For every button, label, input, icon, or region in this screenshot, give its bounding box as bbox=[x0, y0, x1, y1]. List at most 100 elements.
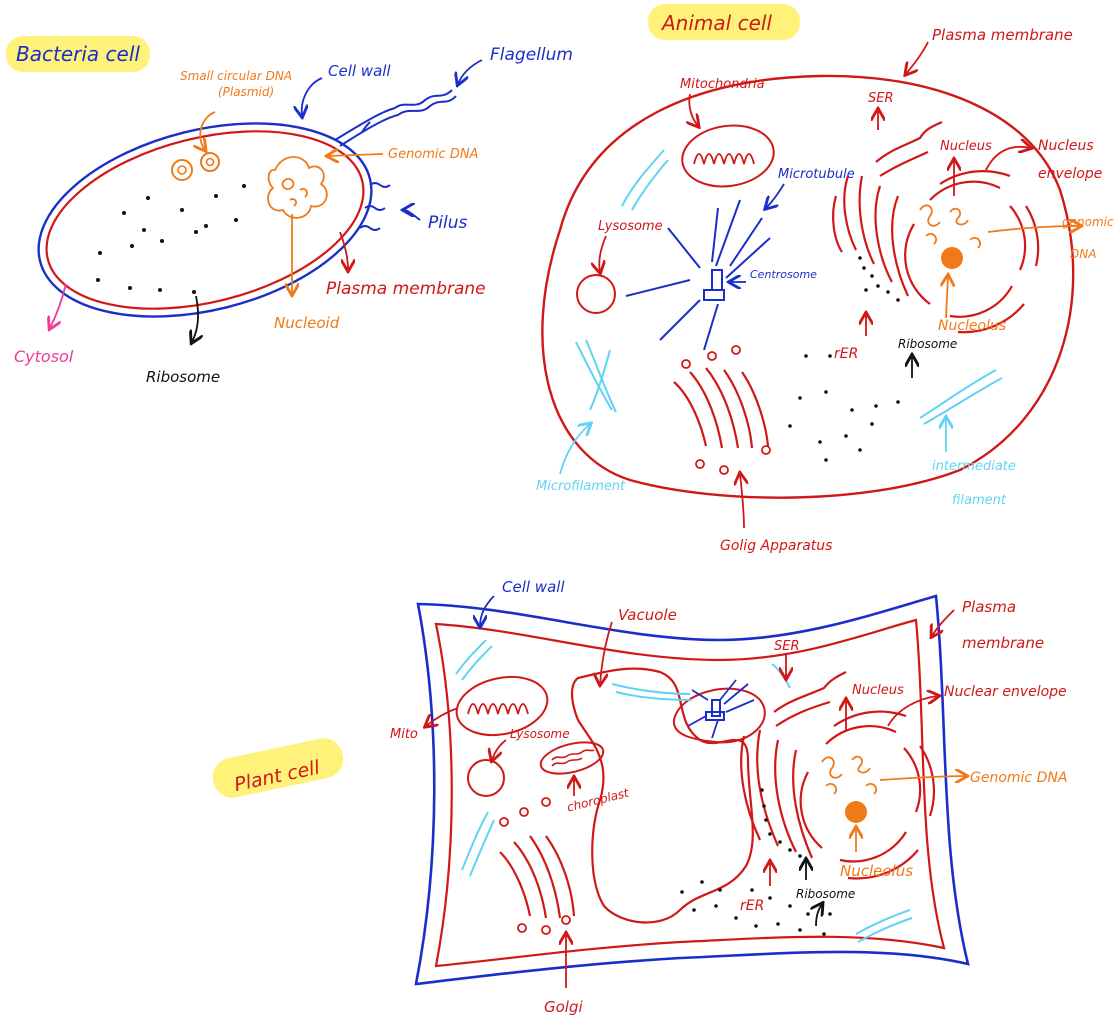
plant-rer-ribosomes bbox=[760, 788, 802, 858]
arrow-plant-envelope bbox=[888, 696, 938, 726]
label-animal-golgi: Golig Apparatus bbox=[720, 538, 832, 554]
arrow-animal-golgi bbox=[740, 474, 744, 528]
plant-nucleolus bbox=[845, 801, 867, 823]
animal-genomic-dna bbox=[920, 205, 980, 248]
label-animal-nucleus: Nucleus bbox=[940, 139, 992, 154]
label-bacteria-pilus: Pilus bbox=[428, 213, 467, 233]
arrow-ribosome bbox=[192, 296, 198, 342]
arrow-animal-lysosome bbox=[599, 236, 606, 272]
label-plant-ser: SER bbox=[774, 639, 800, 654]
label-animal-genomic-line2: DNA bbox=[1070, 247, 1096, 261]
plant-filament-left bbox=[462, 812, 494, 876]
label-animal-genomic-line1: genomic bbox=[1062, 215, 1114, 229]
animal-plasma-membrane bbox=[542, 76, 1073, 498]
animal-golgi-vesicles bbox=[682, 346, 770, 474]
label-plant-nucleolus: Nucleolus bbox=[840, 862, 913, 880]
animal-microfilament bbox=[576, 340, 616, 412]
label-plant-nucleus: Nucleus bbox=[852, 683, 904, 698]
arrow-plant-vacuole bbox=[600, 622, 612, 684]
bacteria-plasmid-2 bbox=[201, 153, 219, 171]
label-plant-chloroplast: choroplast bbox=[566, 785, 632, 814]
label-animal-envelope-line2: envelope bbox=[1038, 166, 1102, 182]
plant-centrosome bbox=[706, 700, 724, 720]
arrow-animal-nucleolus bbox=[946, 276, 948, 318]
animal-centrosome bbox=[704, 270, 724, 300]
label-plasmid-line1: Small circular DNA bbox=[180, 69, 292, 83]
label-bacteria-plasma-membrane: Plasma membrane bbox=[326, 279, 486, 299]
label-bacteria-nucleoid: Nucleoid bbox=[274, 314, 340, 332]
arrow-pilus bbox=[404, 210, 420, 220]
bacteria-flagellum bbox=[335, 90, 456, 146]
arrow-animal-microtubule bbox=[766, 184, 784, 208]
plant-nuclear-envelope bbox=[801, 712, 934, 879]
bacteria-title: Bacteria cell bbox=[16, 42, 140, 66]
label-animal-microfilament: Microfilament bbox=[536, 479, 626, 494]
animal-ribosomes bbox=[788, 354, 900, 462]
label-animal-microtubule: Microtubule bbox=[778, 167, 855, 182]
label-animal-envelope-line1: Nucleus bbox=[1038, 138, 1094, 154]
arrow-animal-pm bbox=[906, 42, 928, 74]
label-animal-centrosome: Centrosome bbox=[750, 268, 817, 281]
label-bacteria-cell-wall: Cell wall bbox=[328, 62, 391, 80]
label-plant-golgi: Golgi bbox=[544, 998, 583, 1016]
animal-golgi bbox=[674, 368, 768, 448]
label-bacteria-cytosol: Cytosol bbox=[14, 347, 74, 366]
label-bacteria-ribosome: Ribosome bbox=[146, 368, 220, 386]
label-plant-genomic: Genomic DNA bbox=[970, 770, 1067, 786]
animal-ser bbox=[876, 122, 942, 176]
label-plant-lysosome: Lysosome bbox=[510, 727, 570, 741]
arrow-plasmid bbox=[200, 112, 215, 150]
plant-chloroplast-thylakoid bbox=[552, 750, 594, 766]
bacteria-cell-wall bbox=[18, 92, 391, 349]
label-animal-pm: Plasma membrane bbox=[932, 26, 1073, 44]
plant-plasma-membrane bbox=[436, 620, 944, 966]
label-animal-lysosome: Lysosome bbox=[598, 219, 663, 234]
arrow-plant-pm bbox=[932, 610, 954, 636]
label-animal-mito: Mitochondria bbox=[680, 77, 765, 92]
bacteria-plasmid-1-inner bbox=[178, 166, 186, 174]
arrow-plasma-membrane bbox=[340, 232, 348, 270]
bacteria-plasmid-2-inner bbox=[207, 159, 214, 166]
plant-filament-top-left bbox=[456, 640, 492, 680]
animal-rer bbox=[833, 176, 908, 296]
label-plant-ribosome: Ribosome bbox=[796, 887, 855, 901]
label-plant-rer: rER bbox=[740, 898, 764, 914]
animal-lysosome bbox=[577, 275, 615, 313]
bacteria-plasmid-1 bbox=[172, 160, 192, 180]
arrow-plant-lysosome bbox=[492, 740, 506, 760]
animal-cell: Animal cell bbox=[536, 4, 1114, 554]
label-bacteria-genomic-dna: Genomic DNA bbox=[388, 147, 478, 162]
label-plant-pm-line1: Plasma bbox=[962, 598, 1016, 616]
arrow-flagellum bbox=[458, 60, 482, 84]
label-animal-intermediate-line2: filament bbox=[952, 493, 1007, 508]
bacteria-pilus bbox=[360, 122, 390, 230]
animal-intermediate-filament bbox=[920, 370, 1002, 424]
animal-nuclear-envelope bbox=[905, 171, 1038, 332]
animal-mito-cristae bbox=[694, 154, 754, 164]
plant-genomic-dna bbox=[822, 757, 876, 794]
animal-filament-top bbox=[622, 150, 668, 210]
arrow-animal-microfilament bbox=[560, 424, 590, 474]
label-bacteria-flagellum: Flagellum bbox=[490, 45, 573, 65]
arrow-animal-mito bbox=[689, 94, 698, 126]
animal-title: Animal cell bbox=[660, 11, 772, 35]
label-animal-rer: rER bbox=[834, 346, 858, 362]
label-plant-cell-wall: Cell wall bbox=[502, 578, 565, 596]
animal-rer-ribosomes bbox=[858, 256, 900, 302]
bacteria-ribosomes bbox=[96, 184, 246, 294]
label-animal-ribosome: Ribosome bbox=[898, 337, 957, 351]
plant-chloroplast bbox=[538, 737, 607, 780]
plant-filament-top-right bbox=[772, 664, 790, 688]
label-plant-vacuole: Vacuole bbox=[618, 606, 677, 624]
label-plant-mito: Mito bbox=[390, 727, 418, 742]
label-animal-ser: SER bbox=[868, 91, 894, 106]
label-plant-pm-line2: membrane bbox=[962, 634, 1044, 652]
plant-lysosome bbox=[468, 760, 504, 796]
animal-nucleolus bbox=[941, 247, 963, 269]
label-animal-intermediate-line1: intermediate bbox=[932, 459, 1016, 474]
label-animal-nucleolus: Nucleolus bbox=[938, 318, 1006, 334]
plant-cell: Plant cell bbox=[209, 578, 1067, 1016]
label-plant-envelope: Nuclear envelope bbox=[944, 684, 1067, 700]
